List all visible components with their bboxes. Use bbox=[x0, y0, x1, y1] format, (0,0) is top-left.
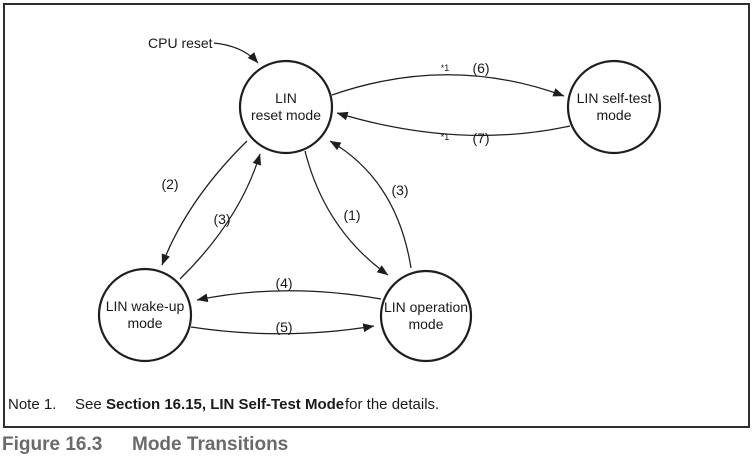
arrow-reset-to-operation bbox=[304, 150, 389, 276]
label-transition-7: (7) bbox=[472, 130, 489, 146]
cpu-reset-arrow bbox=[213, 42, 259, 64]
arrow-operation-to-reset bbox=[329, 140, 412, 269]
figure-caption: Figure 16.3 Mode Transitions bbox=[2, 434, 288, 455]
note-text-before: See bbox=[75, 396, 102, 413]
label-transition-4: (4) bbox=[275, 275, 292, 291]
node-label-operation-line1: LIN operation bbox=[384, 299, 468, 315]
note-number: Note 1. bbox=[8, 396, 56, 413]
label-transition-1: (1) bbox=[343, 207, 360, 223]
node-label-operation-line2: mode bbox=[408, 316, 443, 332]
arrow-selftest-to-reset bbox=[336, 111, 571, 137]
node-labels: LIN reset mode LIN self-test mode LIN wa… bbox=[106, 90, 652, 332]
label-transition-3-right: (3) bbox=[391, 182, 408, 198]
arrow-operation-to-wakeup bbox=[196, 290, 382, 303]
node-label-selftest-line1: LIN self-test bbox=[577, 90, 652, 106]
node-lin-wake-up-mode bbox=[97, 267, 193, 363]
node-label-wakeup-line1: LIN wake-up bbox=[106, 298, 185, 314]
label-transition-5: (5) bbox=[275, 319, 292, 335]
note-ref-transition-6: *1 bbox=[441, 63, 450, 73]
arrow-reset-to-wakeup bbox=[161, 140, 248, 266]
node-lin-operation-mode bbox=[379, 269, 473, 363]
note-ref-transition-7: *1 bbox=[441, 132, 450, 142]
label-transition-3-left: (3) bbox=[213, 211, 230, 227]
state-nodes bbox=[97, 59, 662, 363]
node-label-reset-line1: LIN bbox=[275, 90, 297, 106]
cpu-reset-label: CPU reset bbox=[148, 35, 213, 51]
node-label-selftest-line2: mode bbox=[596, 107, 631, 123]
node-lin-reset-mode bbox=[238, 59, 334, 155]
arrow-reset-to-selftest bbox=[331, 74, 565, 97]
label-transition-2: (2) bbox=[161, 176, 178, 192]
arrow-wakeup-to-operation bbox=[190, 323, 375, 335]
transition-labels: (1) (2) (3) (3) (4) (5) (6) (7) *1 *1 bbox=[161, 60, 489, 335]
node-label-reset-line2: reset mode bbox=[251, 107, 321, 123]
arrow-wakeup-to-reset bbox=[179, 153, 262, 280]
transition-arrows bbox=[161, 42, 571, 335]
figure-caption-title: Mode Transitions bbox=[132, 434, 288, 455]
figure-caption-label: Figure 16.3 bbox=[2, 434, 102, 455]
node-label-wakeup-line2: mode bbox=[127, 315, 162, 331]
note-text-after: for the details. bbox=[345, 396, 439, 413]
label-transition-6: (6) bbox=[472, 60, 489, 76]
node-lin-self-test-mode bbox=[566, 59, 662, 155]
note-text-bold: Section 16.15, LIN Self-Test Mode bbox=[106, 396, 344, 413]
